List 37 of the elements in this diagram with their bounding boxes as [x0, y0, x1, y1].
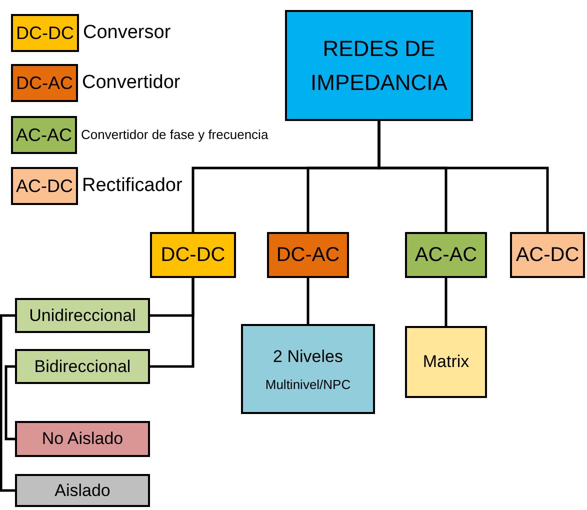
category-box	[405, 232, 487, 278]
legend-label: Convertidor	[82, 70, 180, 95]
node-label: AC-AC	[414, 243, 478, 268]
node-label: DC-AC	[276, 243, 340, 268]
legend-label: Convertidor de fase y frecuencia	[81, 126, 268, 144]
root-box	[285, 10, 473, 121]
legend-swatch: DC-DC	[11, 14, 79, 52]
category-box	[510, 232, 585, 278]
type-box	[15, 421, 150, 457]
connector-line	[4, 365, 15, 440]
connector-line	[378, 121, 549, 232]
type-box	[15, 349, 150, 384]
legend-swatch: AC-AC	[11, 116, 78, 154]
type-box	[15, 298, 150, 333]
topology-box	[241, 324, 375, 414]
node-label: Multinivel/NPC	[265, 376, 351, 394]
node-label: 2 Niveles	[273, 346, 343, 368]
legend-label: Conversor	[83, 20, 171, 45]
node-label: Unidireccional	[29, 304, 136, 327]
node-label: Matrix	[422, 351, 470, 374]
connector-line	[150, 278, 194, 368]
category-box	[150, 232, 236, 278]
legend-label: Rectificador	[82, 174, 182, 198]
legend-swatch: AC-DC	[11, 167, 78, 205]
category-box	[267, 232, 349, 278]
node-label: DC-DC	[160, 243, 226, 268]
type-box	[15, 474, 150, 507]
connector-line	[306, 278, 310, 324]
node-label: Aislado	[54, 480, 110, 502]
node-label: No Aislado	[42, 428, 124, 450]
connector-line	[444, 278, 448, 326]
topology-box	[405, 326, 487, 398]
legend-swatch: DC-AC	[11, 64, 78, 102]
node-label: AC-DC	[516, 243, 580, 268]
node-label: Bidireccional	[34, 356, 131, 378]
node-label: REDES DE IMPEDANCIA	[310, 34, 448, 96]
connector-line	[0, 314, 15, 492]
